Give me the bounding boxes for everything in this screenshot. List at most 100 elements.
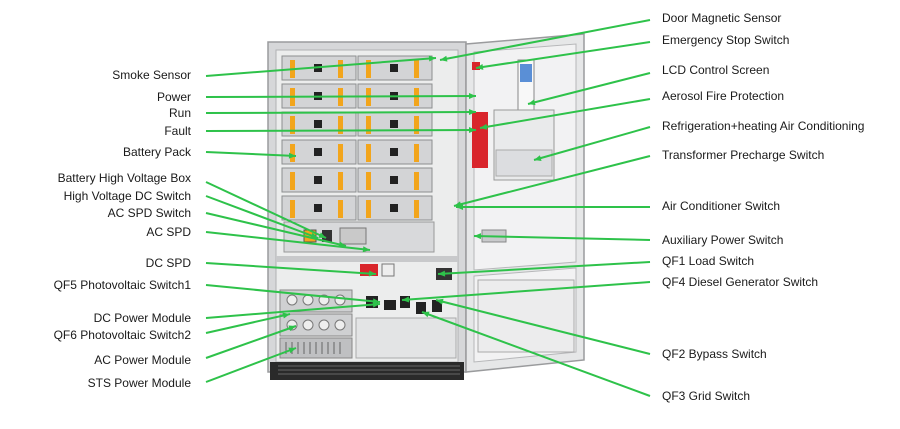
leader-arrowhead — [438, 270, 446, 277]
label-dc-spd: DC SPD — [145, 256, 191, 270]
leader-arrowhead — [480, 123, 488, 130]
battery-terminal — [314, 148, 322, 156]
leader-line — [205, 284, 381, 303]
leader-line — [205, 313, 291, 334]
label-qf6-photovoltaic-switch2: QF6 Photovoltaic Switch2 — [53, 328, 191, 342]
leader-arrowhead — [456, 204, 463, 210]
leader-line — [421, 311, 651, 397]
battery-strap — [338, 200, 343, 218]
leader-line — [205, 262, 377, 275]
battery-strap — [366, 172, 371, 190]
leader-arrowhead — [402, 296, 410, 303]
leader-line — [205, 129, 477, 132]
label-emergency-stop-switch: Emergency Stop Switch — [662, 33, 790, 47]
label-ac-spd-switch: AC SPD Switch — [107, 206, 191, 220]
battery-strap — [414, 116, 419, 134]
label-ac-power-module: AC Power Module — [94, 353, 191, 367]
label-refrigeration-heating-ac: Refrigeration+heating Air Conditioning — [662, 119, 865, 133]
label-high-voltage-dc-switch: High Voltage DC Switch — [63, 189, 191, 203]
label-lcd-control-screen: LCD Control Screen — [662, 63, 770, 77]
label-ac-spd: AC SPD — [146, 225, 191, 239]
leader-line — [435, 299, 651, 355]
leader-arrowhead — [468, 93, 476, 100]
leader-arrowhead — [372, 301, 380, 308]
battery-pack — [281, 55, 433, 221]
leader-line — [473, 235, 651, 241]
leader-arrowhead — [440, 55, 448, 62]
battery-strap — [338, 172, 343, 190]
leader-line — [205, 111, 477, 114]
cabinet-door — [465, 33, 585, 373]
label-door-magnetic-sensor: Door Magnetic Sensor — [662, 11, 782, 25]
battery-strap — [338, 60, 343, 78]
leader-arrowhead — [362, 246, 370, 253]
battery-terminal — [390, 64, 398, 72]
battery-strap — [414, 172, 419, 190]
label-battery-pack: Battery Pack — [122, 145, 191, 159]
battery-terminal — [314, 204, 322, 212]
leader-arrowhead — [528, 99, 536, 106]
label-air-conditioner-switch: Air Conditioner Switch — [662, 199, 781, 213]
leader-arrowhead — [310, 232, 318, 239]
label-qf2-bypass-switch: QF2 Bypass Switch — [662, 347, 767, 361]
leader-arrowhead — [436, 298, 444, 305]
label-qf1-load-switch: QF1 Load Switch — [662, 254, 755, 268]
battery-strap — [338, 144, 343, 162]
label-smoke-sensor: Smoke Sensor — [112, 68, 191, 82]
label-qf3-grid-switch: QF3 Grid Switch — [662, 389, 751, 403]
leader-arrowhead — [474, 233, 482, 240]
sts-power-module — [279, 337, 353, 359]
ac-power-module — [279, 313, 353, 337]
leader-arrowhead — [422, 311, 430, 318]
leader-line — [205, 347, 297, 383]
leader-line — [453, 155, 651, 207]
leader-arrowhead — [368, 270, 376, 277]
battery-terminal — [390, 148, 398, 156]
battery-terminal — [390, 120, 398, 128]
label-fault: Fault — [164, 124, 191, 138]
label-aerosol-fire-protection: Aerosol Fire Protection — [662, 89, 785, 103]
label-qf5-photovoltaic-switch1: QF5 Photovoltaic Switch1 — [53, 278, 191, 292]
leader-line — [533, 126, 651, 161]
battery-strap — [366, 60, 371, 78]
leader-line — [205, 303, 381, 319]
leader-arrowhead — [468, 109, 476, 116]
battery-strap — [338, 116, 343, 134]
cabinet-base — [270, 362, 464, 380]
leader-line — [205, 181, 327, 239]
battery-strap — [414, 144, 419, 162]
aerosol-fire-protection — [472, 112, 488, 168]
leader-line — [527, 72, 651, 105]
battery-strap — [290, 200, 295, 218]
label-run: Run — [168, 106, 191, 120]
leader-line — [205, 212, 347, 247]
label-sts-power-module: STS Power Module — [87, 376, 191, 390]
leader-line — [205, 95, 477, 98]
leader-line — [205, 151, 297, 157]
leader-arrowhead — [288, 152, 296, 159]
leader-line — [437, 261, 651, 275]
battery-strap — [366, 144, 371, 162]
leader-arrowhead — [468, 127, 476, 134]
leader-arrowhead — [288, 347, 296, 354]
leader-line — [205, 231, 371, 251]
leader-line — [439, 19, 651, 61]
leader-line — [479, 98, 651, 129]
battery-terminal — [390, 204, 398, 212]
label-transformer-precharge-switch: Transformer Precharge Switch — [662, 148, 825, 162]
leader-line — [205, 57, 437, 77]
battery-strap — [366, 116, 371, 134]
leader-lines — [205, 19, 651, 397]
battery-strap — [414, 60, 419, 78]
leader-line — [205, 195, 319, 239]
battery-strap — [290, 116, 295, 134]
label-qf4-diesel-generator-switch: QF4 Diesel Generator Switch — [662, 275, 819, 289]
battery-strap — [366, 200, 371, 218]
leader-arrowhead — [534, 155, 542, 161]
label-battery-high-voltage-box: Battery High Voltage Box — [57, 171, 191, 185]
leader-line — [475, 41, 651, 69]
battery-strap — [290, 144, 295, 162]
label-auxiliary-power-switch: Auxiliary Power Switch — [662, 233, 784, 247]
